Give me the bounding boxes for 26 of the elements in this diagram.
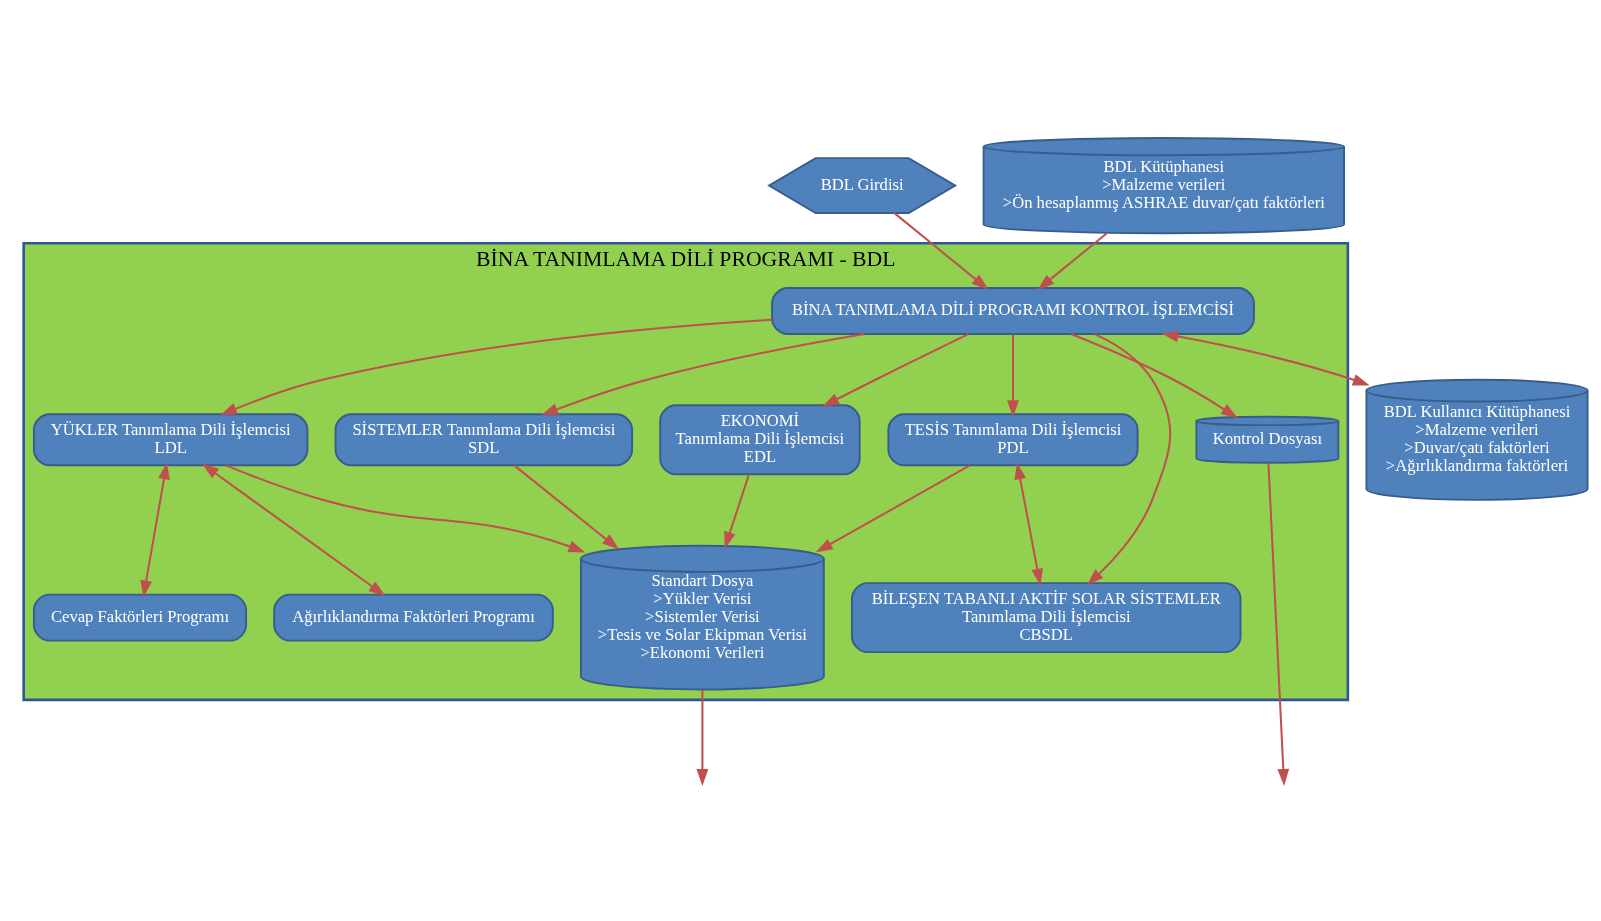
arrow <box>1037 232 1108 290</box>
arrow <box>513 464 620 549</box>
arrow <box>225 463 586 552</box>
arrow <box>1267 462 1290 786</box>
node-box: BİLEŞEN TABANLI AKTİF SOLAR SİSTEMLER Tanımlama Dili İşlemcisi CBSDL <box>851 581 1242 653</box>
arrow <box>201 463 386 596</box>
arrow <box>822 332 969 407</box>
arrow <box>815 464 971 552</box>
node-box: Cevap Faktörleri Programı <box>32 593 248 642</box>
arrow <box>541 332 865 415</box>
arrow <box>1007 333 1019 417</box>
arrow <box>140 461 170 597</box>
arrow <box>220 318 772 415</box>
node-box: TESİS Tanımlama Dili İşlemcisi PDL <box>887 412 1139 466</box>
arrow <box>893 211 989 290</box>
node-box: Ağırlıklandırma Faktörleri Programı <box>273 593 554 642</box>
node-box: BİNA TANIMLAMA DİLİ PROGRAMI KONTROL İŞLEMCİSİ <box>771 286 1255 335</box>
node-box: EKONOMİ Tanımlama Dili İşlemcisi EDL <box>659 403 861 475</box>
node-box: YÜKLER Tanımlama Dili İşlemcisi LDL <box>32 412 309 466</box>
arrow <box>1087 332 1172 585</box>
arrow <box>724 473 750 549</box>
arrow <box>696 689 709 786</box>
arrow <box>1161 330 1370 385</box>
arrow <box>1014 461 1044 586</box>
node-box: SİSTEMLER Tanımlama Dili İşlemcisi SDL <box>334 412 634 466</box>
arrow <box>1070 332 1238 418</box>
